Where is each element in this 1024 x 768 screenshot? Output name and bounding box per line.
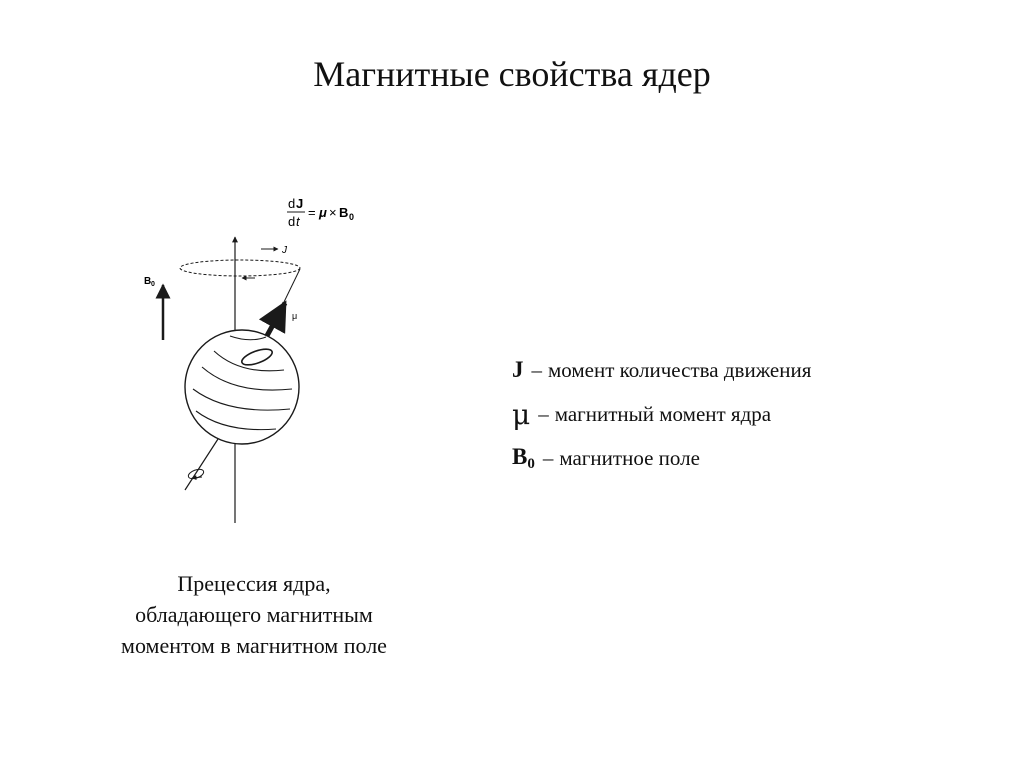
legend-row-mu: μ – магнитный момент ядра xyxy=(512,392,932,436)
nucleus-pole xyxy=(241,348,273,366)
equation-numerator-d: d xyxy=(288,196,295,211)
legend-symbol-b0: B0 xyxy=(512,444,535,473)
precession-ellipse xyxy=(179,259,301,277)
legend-symbol-j: J xyxy=(512,357,524,382)
legend-symbol-b0-sub: 0 xyxy=(527,455,535,472)
caption-line-2: обладающего магнитным xyxy=(135,602,373,627)
nucleus-latitude-4 xyxy=(195,410,277,431)
equation-b-sub: 0 xyxy=(349,212,354,222)
precession-svg: d J d t = μ × B 0 B 0 J μ xyxy=(144,196,354,523)
equation-denominator-var: t xyxy=(296,214,301,229)
equation-b: B xyxy=(339,205,348,220)
precession-diagram: d J d t = μ × B 0 B 0 J μ xyxy=(130,185,390,530)
mu-label: μ xyxy=(292,311,297,321)
legend-text-mu: магнитный момент ядра xyxy=(554,401,772,426)
legend-separator-mu: – xyxy=(538,401,549,426)
equation-mu: μ xyxy=(318,205,327,220)
legend-separator-b0: – xyxy=(542,445,554,470)
equation-times: × xyxy=(329,205,337,220)
j-label: J xyxy=(281,245,288,256)
nucleus-latitude-top xyxy=(229,335,267,341)
legend-text-j: момент количества движения xyxy=(548,357,812,382)
nucleus-latitude-1 xyxy=(213,350,285,372)
b0-label-sub: 0 xyxy=(151,281,155,288)
legend-separator-j: – xyxy=(531,357,543,382)
caption-line-3: моментом в магнитном поле xyxy=(121,633,387,658)
b0-label: B xyxy=(144,276,151,287)
precession-equation: d J d t = μ × B 0 xyxy=(287,196,354,229)
slide-title: Магнитные свойства ядер xyxy=(313,54,711,94)
symbol-legend: J – момент количества движения μ – магни… xyxy=(512,348,932,480)
figure-caption: Прецессия ядра, обладающего магнитным мо… xyxy=(84,568,424,661)
equation-denominator-d: d xyxy=(288,214,295,229)
nucleus-latitude-3 xyxy=(192,388,291,411)
legend-text-b0: магнитное поле xyxy=(559,445,700,470)
legend-symbol-mu: μ xyxy=(512,397,531,431)
legend-row-j: J – момент количества движения xyxy=(512,348,932,392)
spin-axis-line xyxy=(184,438,219,491)
equation-equals: = xyxy=(308,205,316,220)
spin-rotation-arrow xyxy=(191,475,203,481)
caption-line-1: Прецессия ядра, xyxy=(177,571,331,596)
legend-symbol-b0-main: B xyxy=(512,443,528,469)
equation-numerator-var: J xyxy=(296,196,303,211)
nucleus-latitude-2 xyxy=(201,366,293,391)
legend-row-b0: B0 – магнитное поле xyxy=(512,436,932,480)
